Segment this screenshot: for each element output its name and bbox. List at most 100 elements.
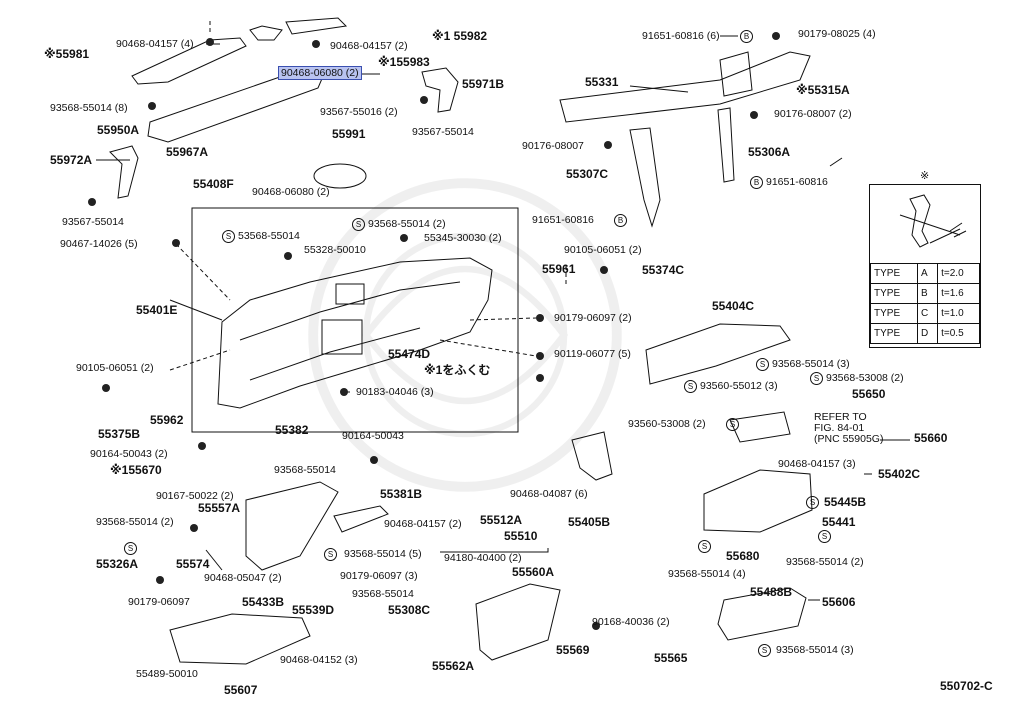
instrument-panel-shape bbox=[217, 257, 493, 409]
part-label: 55565 bbox=[654, 651, 688, 665]
screw-marker-s: S bbox=[810, 372, 825, 385]
part-label: 90179-06097 (3) bbox=[340, 570, 418, 582]
part-label: 55569 bbox=[556, 643, 590, 657]
part-label-highlighted[interactable]: 90468-06080 (2) bbox=[278, 66, 362, 80]
part-label: 55474D bbox=[388, 347, 431, 361]
type-cell: TYPE bbox=[870, 263, 918, 284]
part-label: 55606 bbox=[822, 595, 856, 609]
type-cell: TYPE bbox=[870, 323, 918, 344]
type-table-grid: TYPE A t=2.0 TYPE B t=1.6 TYPE C t=1.0 T… bbox=[870, 263, 980, 344]
thickness-cell: t=2.0 bbox=[937, 263, 980, 284]
part-label: 90167-50022 (2) bbox=[156, 490, 234, 502]
part-label: 90468-04157 (2) bbox=[384, 518, 462, 530]
part-label: 93568-55014 (2) bbox=[368, 218, 446, 230]
dashboard-frame bbox=[191, 207, 519, 433]
part-label: 91651-60816 bbox=[532, 214, 594, 226]
part-label: 91651-60816 bbox=[766, 176, 828, 188]
part-label: 55961 bbox=[542, 262, 576, 276]
part-label: 90168-40036 (2) bbox=[592, 616, 670, 628]
part-label: 90468-04157 (2) bbox=[330, 40, 408, 52]
part-label: 93568-55014 (3) bbox=[772, 358, 850, 370]
part-label: 55331 bbox=[585, 75, 619, 89]
part-label: ※155670 bbox=[110, 463, 162, 477]
thickness-cell: t=1.0 bbox=[937, 303, 980, 324]
thickness-cell: t=1.6 bbox=[937, 283, 980, 304]
type-letter-cell: D bbox=[916, 323, 939, 344]
part-label: 93568-55014 (8) bbox=[50, 102, 128, 114]
part-label: ※155983 bbox=[378, 55, 430, 69]
screw-marker-s: S bbox=[756, 358, 771, 371]
part-label: 55562A bbox=[432, 659, 475, 673]
part-label: 90176-08007 bbox=[522, 140, 584, 152]
part-label: 55488B bbox=[750, 585, 793, 599]
part-label: 55489-50010 bbox=[136, 668, 198, 680]
part-label: 93568-55014 (5) bbox=[344, 548, 422, 560]
part-label: 93560-53008 (2) bbox=[628, 418, 706, 430]
part-label: 55345-30030 (2) bbox=[424, 232, 502, 244]
part-label: 55375B bbox=[98, 427, 141, 441]
part-label: 53568-55014 bbox=[238, 230, 300, 242]
screw-marker-s: S bbox=[324, 548, 339, 561]
screw-marker-s: S bbox=[684, 380, 699, 393]
part-label: 90179-06097 bbox=[128, 596, 190, 608]
part-label: 90179-08025 (4) bbox=[798, 28, 876, 40]
part-label: 55441 bbox=[822, 515, 856, 529]
part-label: 55433B bbox=[242, 595, 285, 609]
part-label: 93568-55014 (4) bbox=[668, 568, 746, 580]
part-label: 55405B bbox=[568, 515, 611, 529]
part-label: 90164-50043 bbox=[342, 430, 404, 442]
refer-to-fig[interactable]: FIG. 84-01 bbox=[814, 422, 865, 434]
screw-marker-s: S bbox=[726, 418, 741, 431]
part-label: ※55315A bbox=[796, 83, 850, 97]
part-label: 55408F bbox=[193, 177, 234, 191]
screw-marker-s: S bbox=[806, 496, 821, 509]
part-label: 90119-06077 (5) bbox=[554, 348, 631, 360]
part-label: 91651-60816 (6) bbox=[642, 30, 720, 42]
part-label: 55326A bbox=[96, 557, 139, 571]
part-label: 55560A bbox=[512, 565, 555, 579]
part-label: 55404C bbox=[712, 299, 755, 313]
part-label: 93568-55014 bbox=[274, 464, 336, 476]
part-label: 90105-06051 (2) bbox=[564, 244, 642, 256]
part-label: 55401E bbox=[136, 303, 178, 317]
part-label: 55991 bbox=[332, 127, 366, 141]
part-label: 90468-04157 (3) bbox=[778, 458, 856, 470]
part-label: 55402C bbox=[878, 467, 921, 481]
part-label: 55967A bbox=[166, 145, 209, 159]
note-contains-1: ※1をふくむ bbox=[424, 363, 491, 377]
part-label: 55445B bbox=[824, 495, 867, 509]
part-label: 55306A bbox=[748, 145, 791, 159]
watermark-crest bbox=[308, 178, 622, 492]
part-label: 93568-53008 (2) bbox=[826, 372, 904, 384]
part-label: 55510 bbox=[504, 529, 538, 543]
part-label: 90468-05047 (2) bbox=[204, 572, 282, 584]
screw-marker-s: S bbox=[698, 540, 713, 553]
part-label: 55328-50010 bbox=[304, 244, 366, 256]
part-label: 93567-55014 bbox=[62, 216, 124, 228]
type-letter-cell: C bbox=[916, 303, 939, 324]
type-table-mark: ※ bbox=[920, 170, 930, 182]
screw-marker-s: S bbox=[124, 542, 139, 555]
type-row-a: TYPE A t=2.0 bbox=[870, 263, 980, 284]
type-cell: TYPE bbox=[870, 303, 918, 324]
part-label: ※55981 bbox=[44, 47, 90, 61]
screw-marker-s: S bbox=[758, 644, 773, 657]
type-row-d: TYPE D t=0.5 bbox=[870, 323, 980, 344]
part-label: 55382 bbox=[275, 423, 309, 437]
part-label: 90467-14026 (5) bbox=[60, 238, 138, 250]
part-label: 55381B bbox=[380, 487, 423, 501]
part-label: 93568-55014 (3) bbox=[776, 644, 854, 656]
part-label: 55374C bbox=[642, 263, 685, 277]
diagram-code: 550702-C bbox=[940, 679, 993, 693]
part-label: 90468-06080 (2) bbox=[252, 186, 330, 198]
part-label: 93568-55014 bbox=[352, 588, 414, 600]
type-letter-cell: B bbox=[916, 283, 939, 304]
part-label: 55971B bbox=[462, 77, 505, 91]
part-label: 93568-55014 (2) bbox=[786, 556, 864, 568]
part-label: 90176-08007 (2) bbox=[774, 108, 852, 120]
part-label: 55539D bbox=[292, 603, 335, 617]
refer-to-note: REFER TO FIG. 84-01 (PNC 55905G) bbox=[814, 412, 883, 445]
type-thickness-table: ※ TYPE A t=2.0 TYPE B t=1.6 TYPE C bbox=[869, 170, 981, 348]
part-label: 55307C bbox=[566, 167, 609, 181]
